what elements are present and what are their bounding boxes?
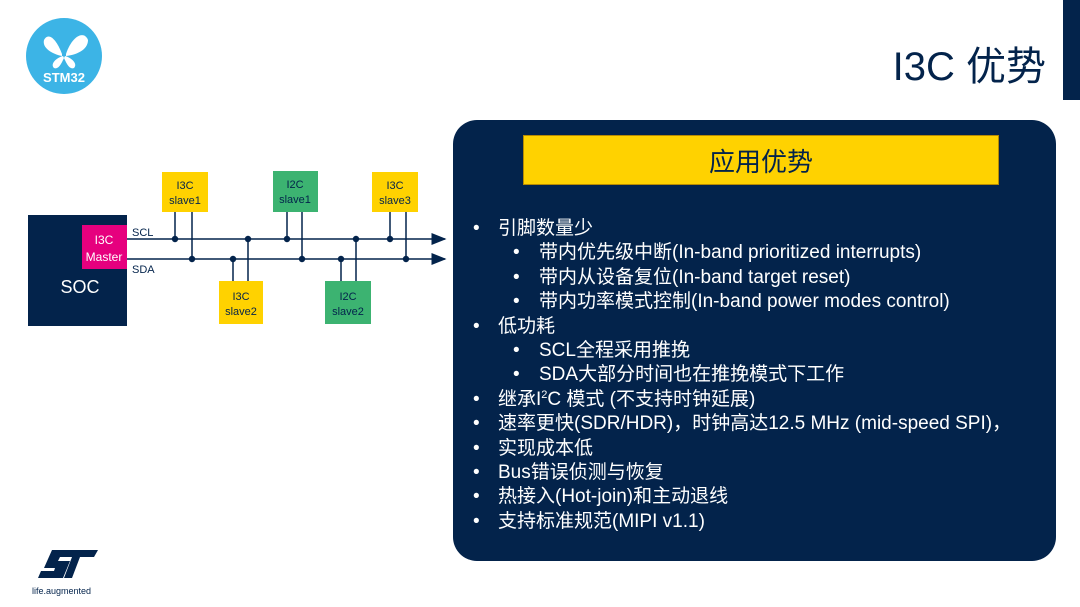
device-i2c-slave1: [273, 171, 318, 212]
bus-junction: [402, 255, 410, 263]
title-accent-bar: [1063, 0, 1080, 100]
stm32-logo: STM32: [26, 18, 102, 94]
list-item: 速率更快(SDR/HDR)，时钟高达12.5 MHz (mid-speed SP…: [471, 412, 1011, 437]
sda-label: SDA: [132, 264, 155, 276]
bus-junction: [171, 235, 179, 243]
bus-junction: [352, 235, 360, 243]
device-label: I3C: [386, 180, 403, 192]
device-i2c-slave2: [325, 281, 371, 324]
list-item: SDA大部分时间也在推挽模式下工作: [471, 363, 1011, 388]
master-label-line2: Master: [86, 250, 123, 264]
bus-junction: [188, 255, 196, 263]
device-i3c-slave2: [219, 281, 263, 324]
list-item: 引脚数量少: [471, 217, 1011, 242]
st-footer-logo: life.augmented: [28, 548, 108, 600]
list-item: 低功耗: [471, 315, 1011, 340]
list-item: 热接入(Hot-join)和主动退线: [471, 485, 1011, 510]
item-text: 继承I: [498, 388, 542, 410]
device-label: I3C: [176, 180, 193, 192]
device-label: slave2: [332, 306, 364, 318]
list-item: SCL全程采用推挽: [471, 339, 1011, 364]
bus-diagram: SOC I3C Master SCL SDA I3C slave1 I2C sl…: [28, 171, 447, 326]
logo-text: STM32: [43, 70, 85, 85]
footer-tagline: life.augmented: [32, 586, 92, 596]
master-label-line1: I3C: [95, 233, 114, 247]
list-item: 支持标准规范(MIPI v1.1): [471, 510, 1011, 535]
bus-junction: [283, 235, 291, 243]
item-text: C 模式 (不支持时钟延展): [547, 388, 756, 410]
list-item: 继承I2C 模式 (不支持时钟延展): [471, 388, 1011, 413]
list-item: Bus错误侦测与恢复: [471, 461, 1011, 486]
scl-label: SCL: [132, 227, 153, 239]
bus-junction: [298, 255, 306, 263]
device-label: slave1: [169, 195, 201, 207]
superscript: 2: [541, 388, 548, 401]
bus-junction: [337, 255, 345, 263]
list-item: 实现成本低: [471, 437, 1011, 462]
list-item: 带内优先级中断(In-band prioritized interrupts): [471, 241, 1011, 266]
soc-label: SOC: [60, 277, 99, 297]
device-i3c-slave1: [162, 172, 208, 212]
bus-junction: [229, 255, 237, 263]
list-item: 带内从设备复位(In-band target reset): [471, 266, 1011, 291]
butterfly-icon: STM32: [26, 18, 102, 94]
device-label: slave3: [379, 195, 411, 207]
page-title: I3C 优势: [892, 45, 1046, 89]
advantages-panel: 应用优势 引脚数量少 带内优先级中断(In-band prioritized i…: [453, 120, 1056, 561]
st-logo-icon: [38, 550, 98, 578]
device-label: I2C: [339, 291, 356, 303]
list-item: 带内功率模式控制(In-band power modes control): [471, 290, 1011, 315]
advantages-list: 引脚数量少 带内优先级中断(In-band prioritized interr…: [471, 217, 1011, 535]
panel-heading: 应用优势: [523, 135, 999, 185]
device-label: I3C: [232, 291, 249, 303]
i3c-master-block: [82, 225, 127, 269]
device-label: I2C: [286, 179, 303, 191]
device-label: slave1: [279, 194, 311, 206]
device-i3c-slave3: [372, 172, 418, 212]
device-label: slave2: [225, 306, 257, 318]
bus-junction: [244, 235, 252, 243]
bus-junction: [386, 235, 394, 243]
